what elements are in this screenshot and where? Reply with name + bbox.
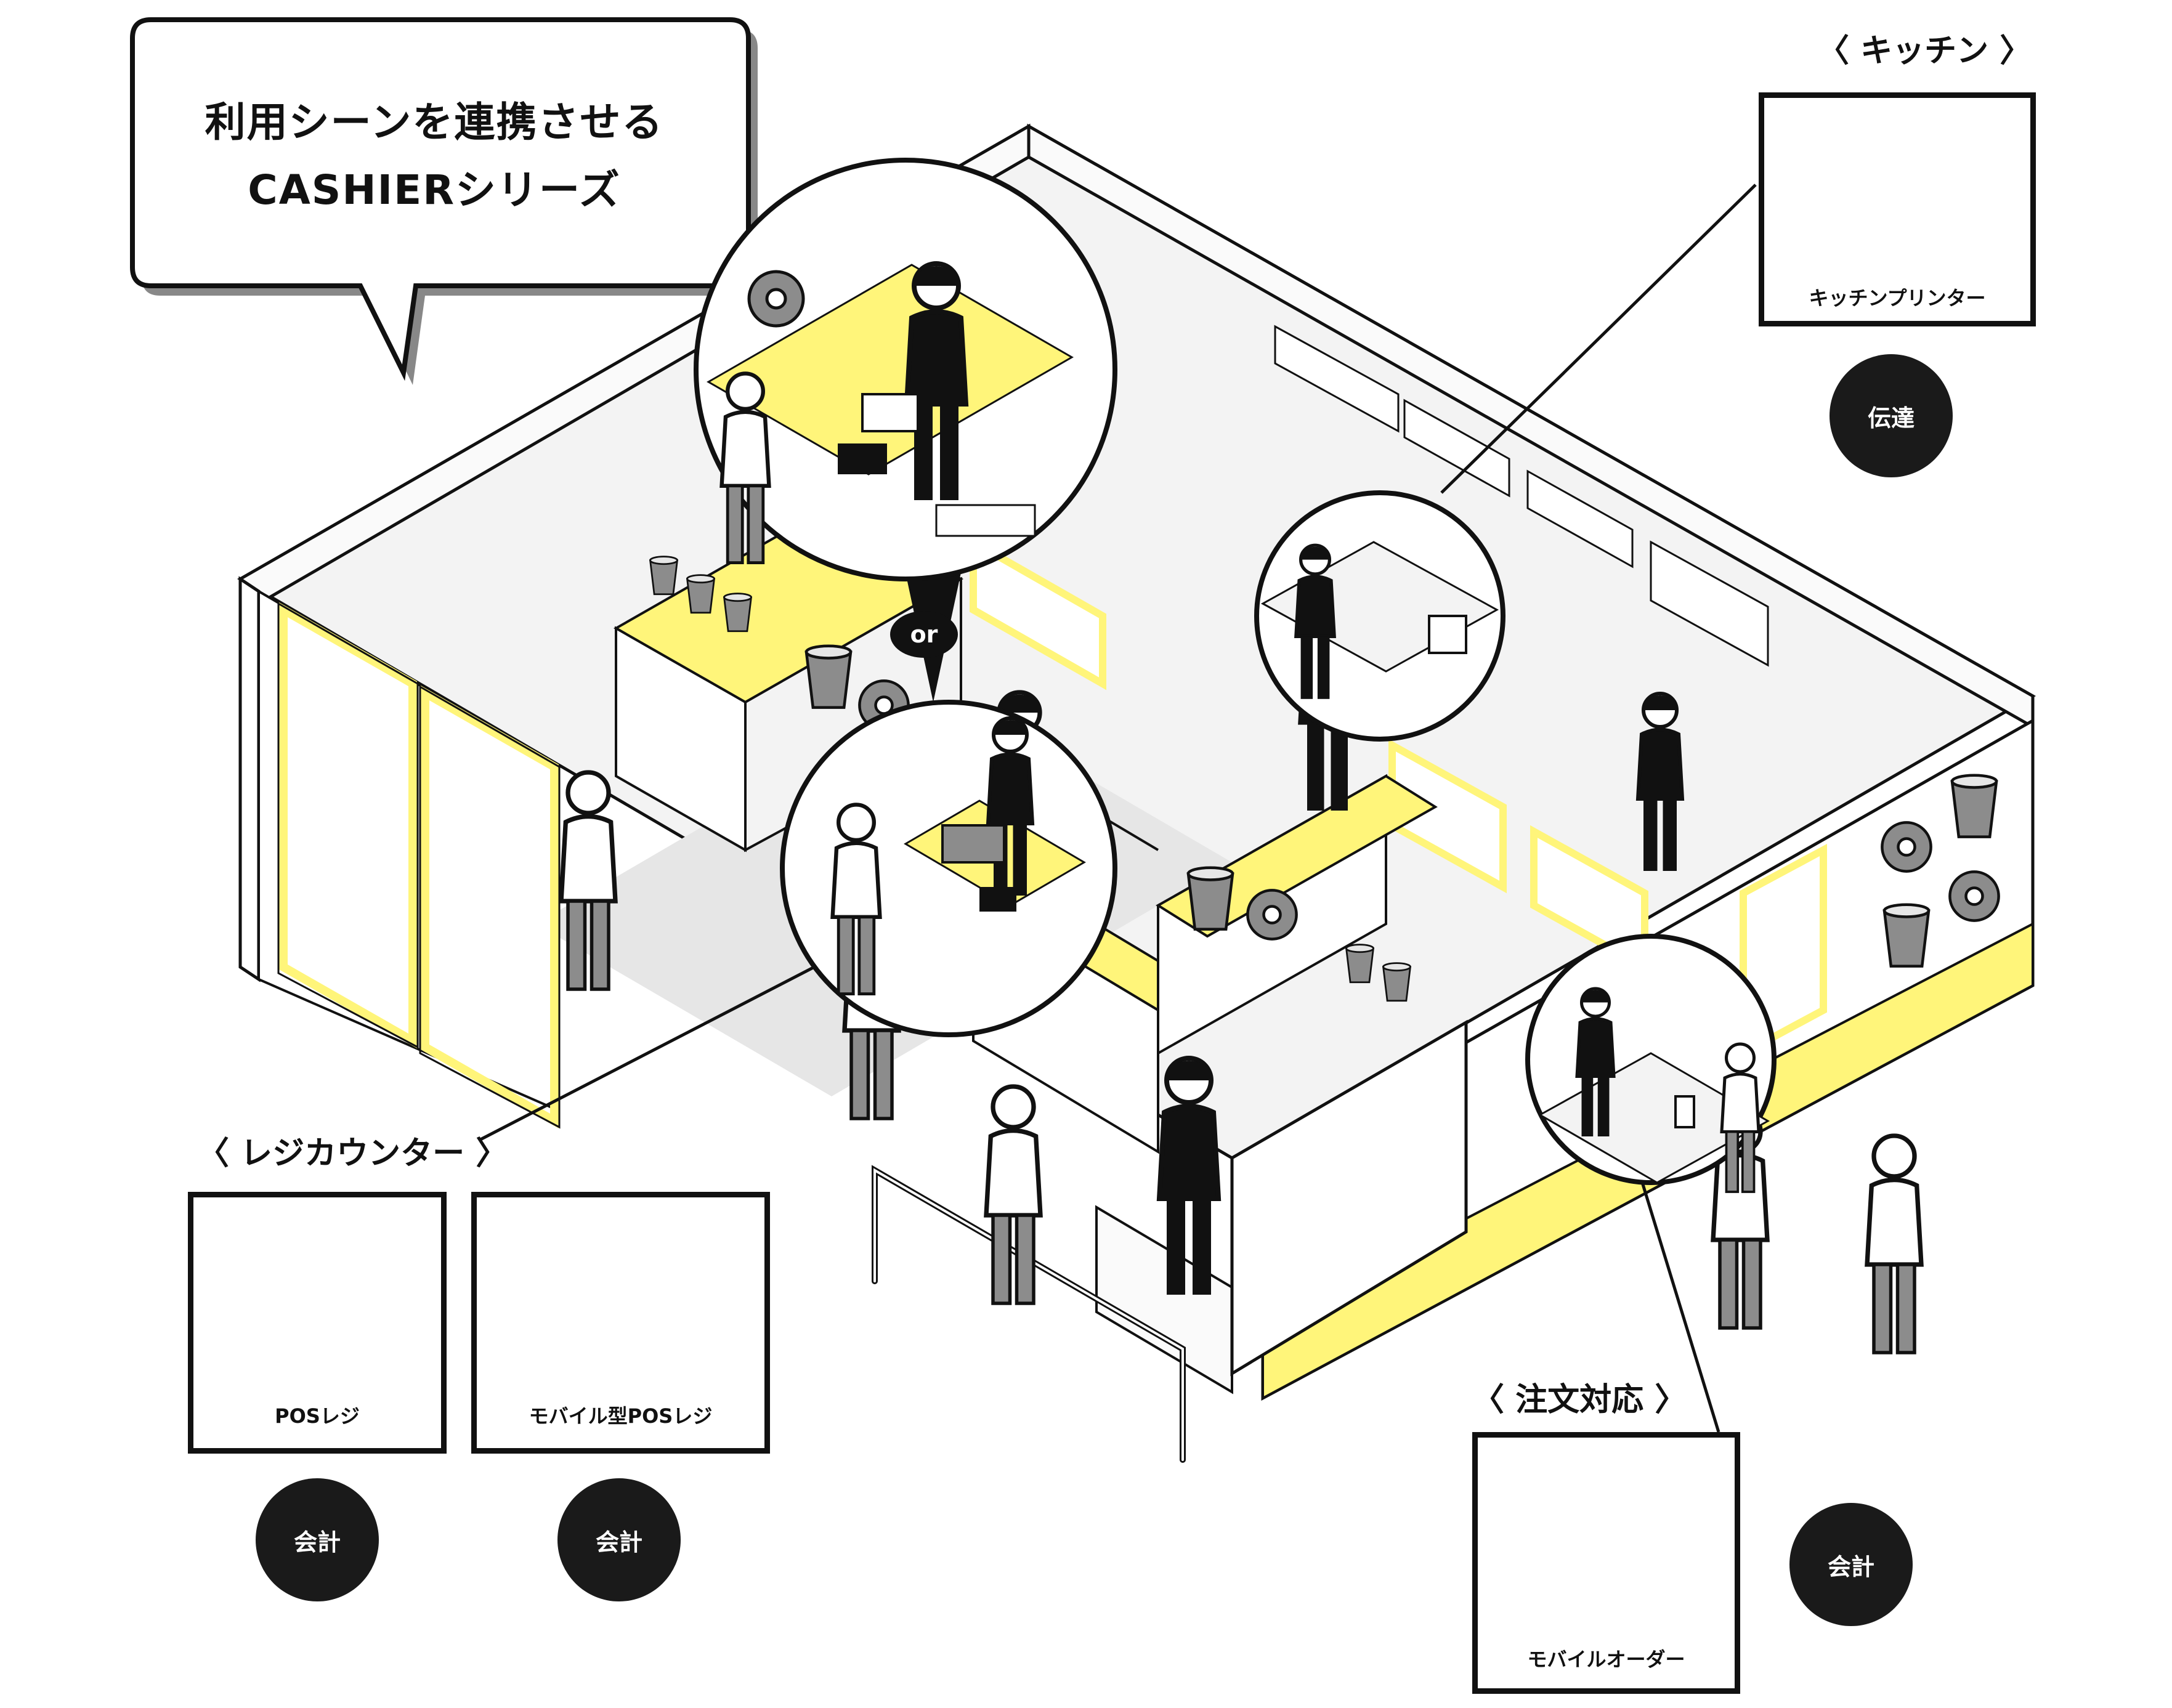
mobile-pos-role-badge: 会計 bbox=[557, 1478, 681, 1601]
zoom-circle-mobile-order bbox=[1525, 934, 1777, 1192]
zoom-circle-register-top bbox=[694, 158, 1117, 702]
mobile-order-card: モバイルオーダー bbox=[1472, 1432, 1740, 1694]
callout-lines bbox=[479, 184, 1757, 1433]
or-badge: or bbox=[910, 621, 938, 648]
kitchen-section-label: 〈 キッチン 〉 bbox=[1817, 33, 2032, 70]
pos-register-caption: POSレジ bbox=[275, 1404, 360, 1428]
zoom-circle-register bbox=[780, 700, 1117, 1037]
kitchen-role-badge: 伝達 bbox=[1830, 354, 1953, 477]
pos-register-role-badge: 会計 bbox=[256, 1478, 379, 1601]
speech-bubble-line-2: CASHIERシリーズ bbox=[248, 166, 621, 214]
mobile-order-role-badge: 会計 bbox=[1789, 1503, 1913, 1626]
or-badge-bg bbox=[890, 611, 958, 658]
kitchen-printer-card: キッチンプリンター bbox=[1759, 92, 2036, 326]
mobile-pos-card: モバイル型POSレジ bbox=[471, 1192, 770, 1454]
pos-register-card: POSレジ bbox=[188, 1192, 447, 1454]
order-section-label: 〈 注文対応 〉 bbox=[1472, 1382, 1687, 1419]
speech-bubble bbox=[130, 17, 758, 385]
entrance-doors bbox=[279, 602, 559, 1129]
speech-bubble-line-1: 利用シーンを連携させる bbox=[205, 99, 664, 146]
mobile-pos-caption: モバイル型POSレジ bbox=[529, 1404, 713, 1428]
zoom-circle-kitchen bbox=[1254, 490, 1505, 742]
kitchen-printer-caption: キッチンプリンター bbox=[1809, 286, 1986, 310]
register-section-label: 〈 レジカウンター 〉 bbox=[197, 1135, 508, 1172]
mobile-order-caption: モバイルオーダー bbox=[1527, 1648, 1685, 1671]
